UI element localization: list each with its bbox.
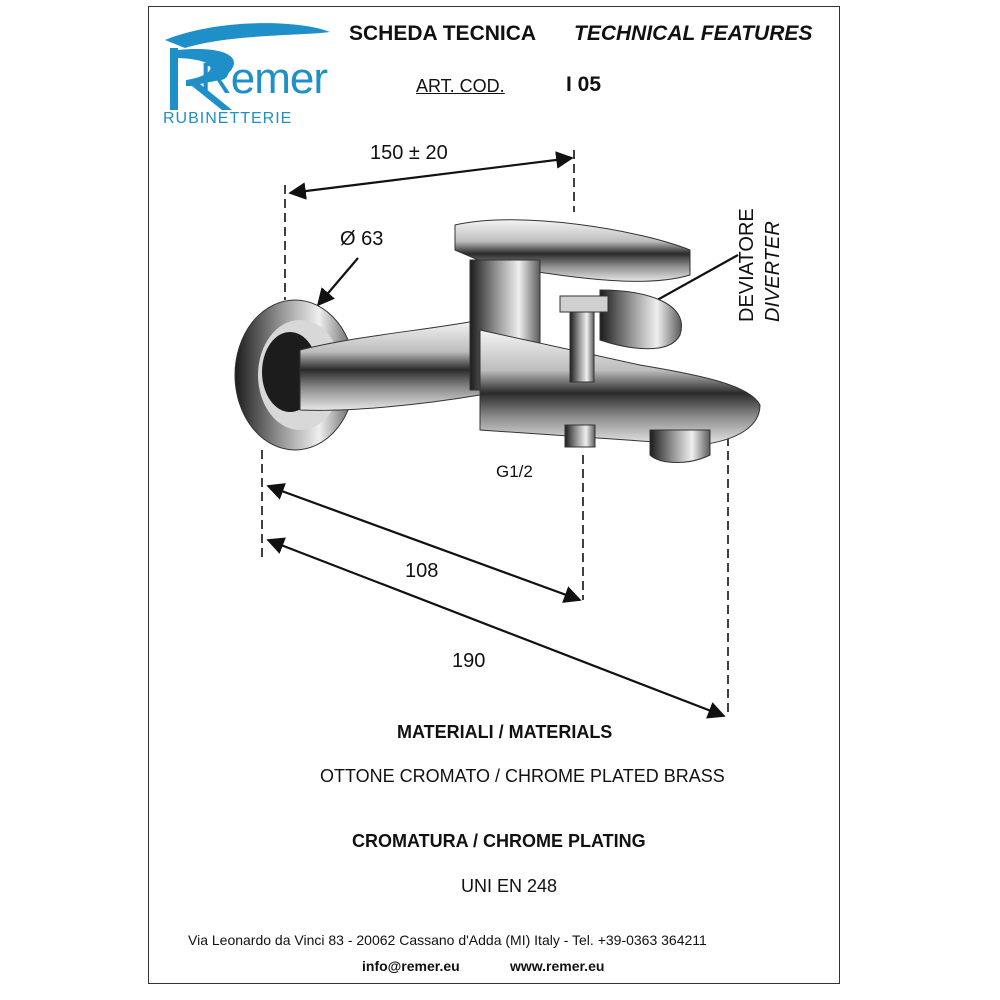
- title-english: TECHNICAL FEATURES: [574, 22, 813, 45]
- brand-name: Remer: [200, 54, 328, 103]
- materials-title: MATERIALI / MATERIALS: [397, 722, 613, 742]
- dimension-lines: [266, 151, 739, 719]
- plating-title: CROMATURA / CHROME PLATING: [352, 831, 646, 851]
- thread-size: G1/2: [496, 462, 533, 481]
- company-email[interactable]: info@remer.eu: [362, 958, 460, 974]
- company-address: Via Leonardo da Vinci 83 - 20062 Cassano…: [188, 932, 707, 948]
- brand-tagline: RUBINETTERIE: [163, 110, 293, 127]
- article-code: I 05: [566, 73, 602, 96]
- dimension-width: 150 ± 20: [370, 142, 448, 164]
- faucet-body: [299, 219, 761, 463]
- diverter-label-italian: DEVIATORE: [736, 208, 758, 322]
- dimension-108: 108: [405, 560, 439, 582]
- dimension-diameter: Ø 63: [340, 228, 384, 250]
- materials-value: OTTONE CROMATO / CHROME PLATED BRASS: [320, 766, 725, 786]
- plating-value: UNI EN 248: [461, 876, 558, 896]
- dimension-190: 190: [452, 650, 486, 672]
- diverter-label-english: DIVERTER: [762, 221, 784, 322]
- title-italian: SCHEDA TECNICA: [349, 22, 537, 45]
- company-website[interactable]: www.remer.eu: [510, 958, 605, 974]
- article-code-label: ART. COD.: [416, 76, 505, 96]
